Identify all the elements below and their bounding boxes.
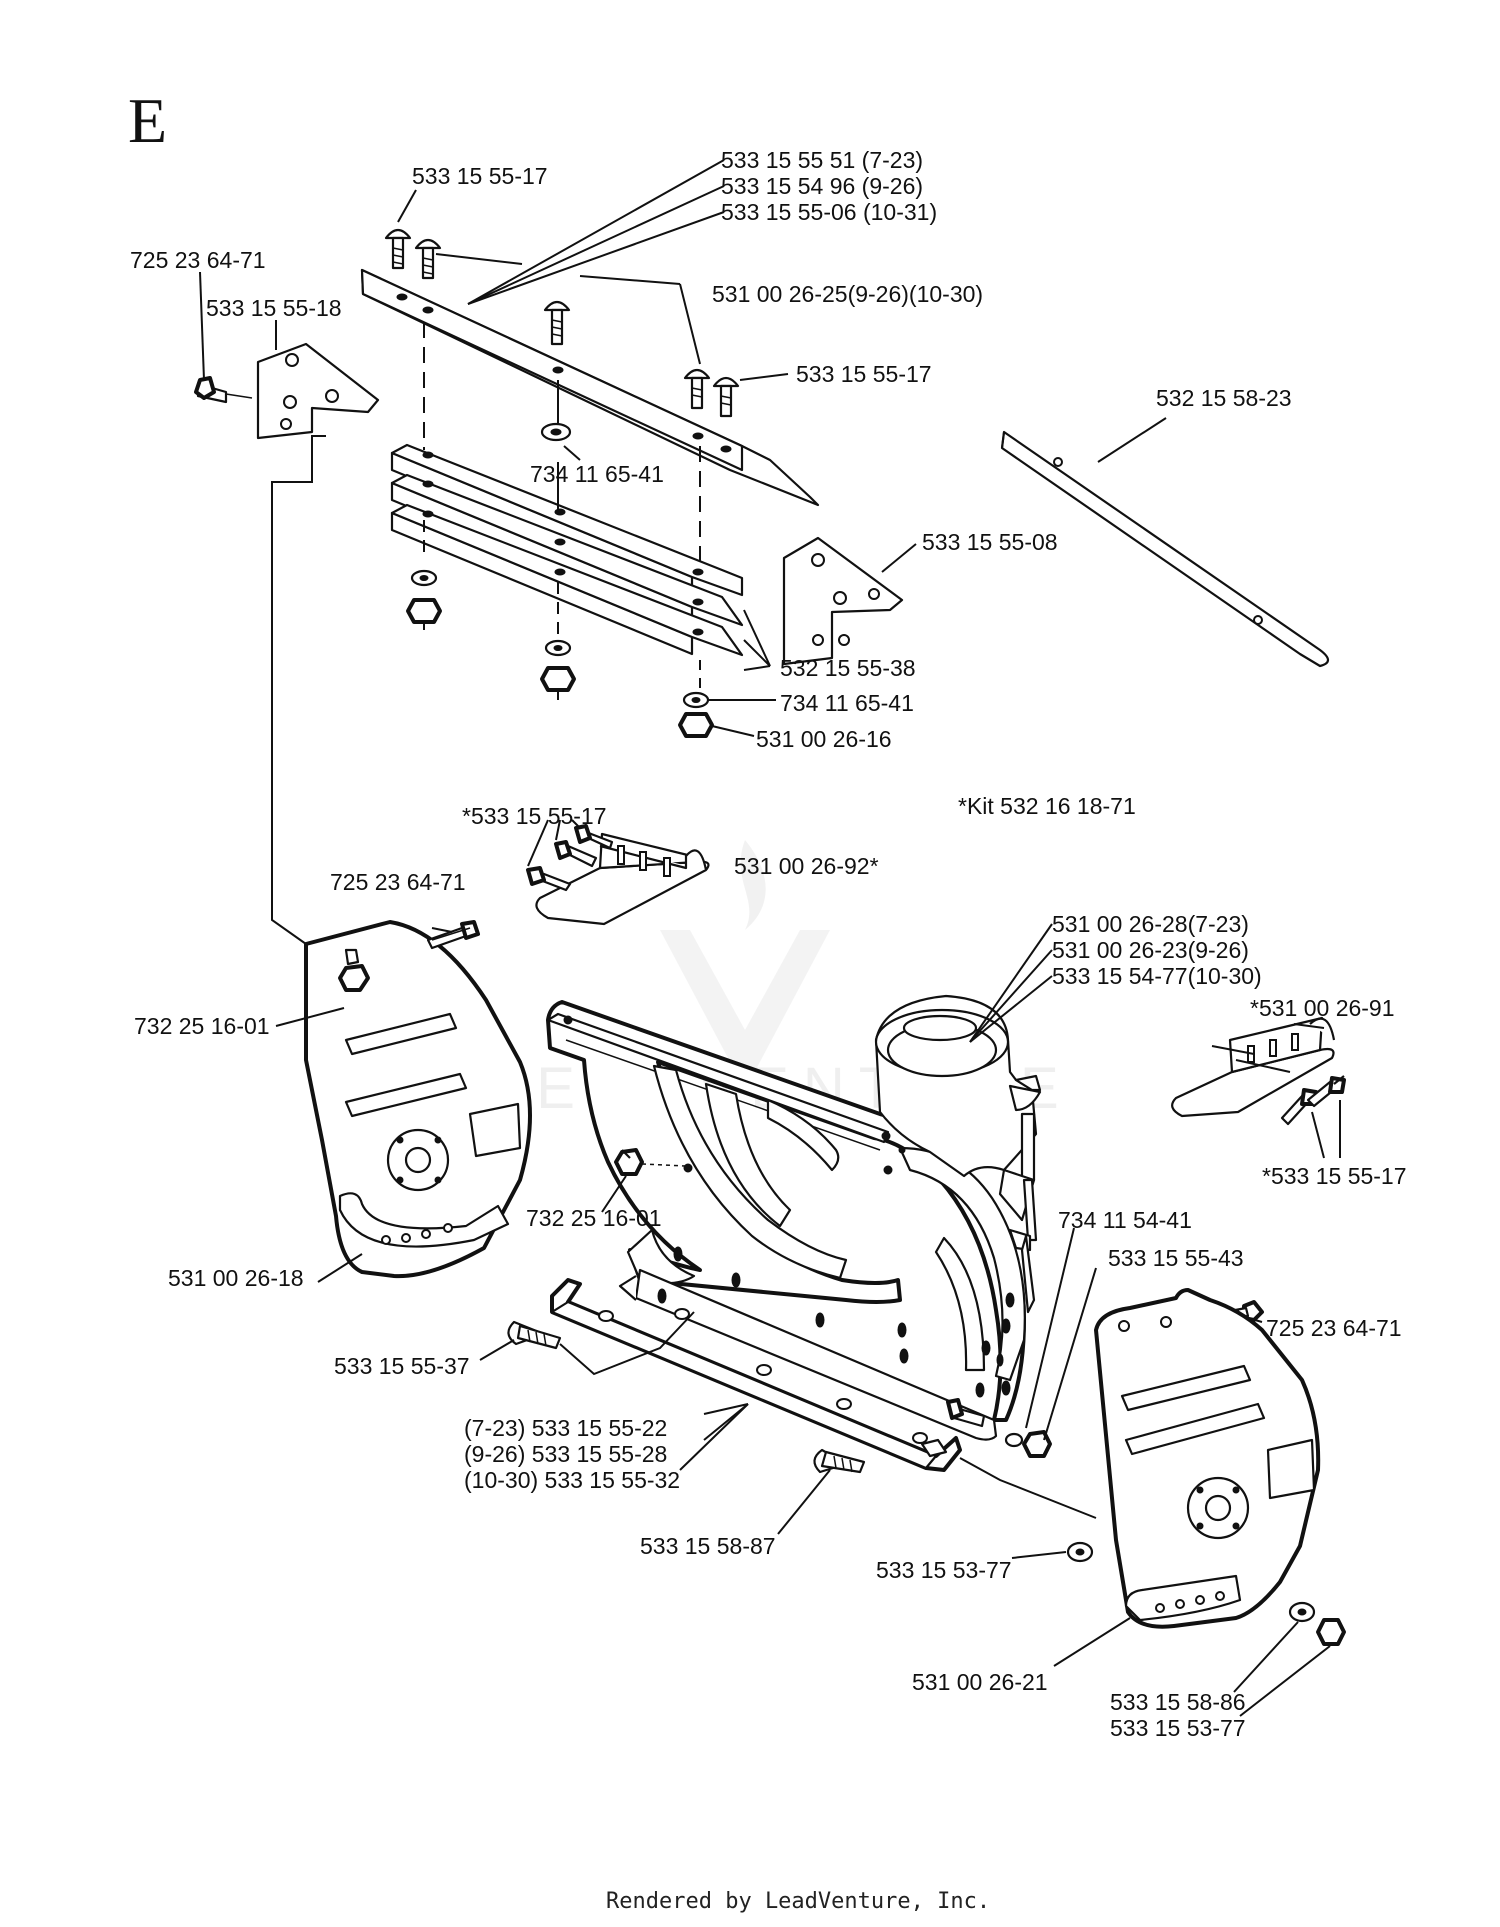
part-label: *533 15 55-17 — [1262, 1163, 1407, 1189]
left-end-bracket — [194, 342, 380, 440]
part-label: 533 15 58-87 — [640, 1533, 776, 1559]
left-side-plate — [304, 920, 532, 1279]
part-label: 533 15 55-17 — [412, 163, 548, 189]
part-label: 531 00 26-23(9-26) — [1052, 937, 1249, 963]
washer-nut-icon — [406, 422, 714, 738]
part-label: 533 15 54-77(10-30) — [1052, 963, 1262, 989]
auger-housing — [546, 994, 1042, 1441]
part-label: 532 15 55-38 — [780, 655, 916, 681]
part-label: 531 00 26-28(7-23) — [1052, 911, 1249, 937]
part-label: (7-23) 533 15 55-22 — [464, 1415, 667, 1441]
part-label: 533 15 55-18 — [206, 295, 342, 321]
part-label: 533 15 55-43 — [1108, 1245, 1244, 1271]
part-label: 533 15 54 96 (9-26) — [721, 173, 923, 199]
scraper-blade — [1000, 430, 1330, 668]
top-scraper-assembly — [360, 228, 820, 738]
part-label: 734 11 54-41 — [1058, 1207, 1192, 1233]
part-label: 531 00 26-18 — [168, 1265, 304, 1291]
part-label: 725 23 64-71 — [1266, 1315, 1402, 1341]
part-label: 531 00 26-25(9-26)(10-30) — [712, 281, 983, 307]
part-label: 532 15 58-23 — [1156, 385, 1292, 411]
section-letter: E — [128, 85, 167, 156]
right-side-plate — [1094, 1288, 1321, 1629]
right-end-bracket — [782, 536, 904, 666]
part-label: 533 15 58-86 — [1110, 1689, 1246, 1715]
part-label: 533 15 55 51 (7-23) — [721, 147, 923, 173]
carriage-bolt-icon — [507, 1320, 866, 1474]
part-label: 533 15 55-06 (10-31) — [721, 199, 937, 225]
part-label: 531 00 26-16 — [756, 726, 892, 752]
right-skid-shoe — [1171, 1016, 1346, 1126]
part-label: 533 15 53-77 — [1110, 1715, 1246, 1741]
part-label: 734 11 65-41 — [780, 690, 914, 716]
part-label: 533 15 55-08 — [922, 529, 1058, 555]
hex-nut-icon — [614, 1148, 687, 1176]
part-label: 725 23 64-71 — [330, 869, 466, 895]
shave-plate-bar — [550, 1278, 962, 1472]
part-label: 734 11 65-41 — [530, 461, 664, 487]
part-label: (9-26) 533 15 55-28 — [464, 1441, 667, 1467]
part-label: 531 00 26-92* — [734, 853, 879, 879]
part-label: 732 25 16-01 — [526, 1205, 662, 1231]
part-number-labels: 533 15 55 51 (7-23) 533 15 54 96 (9-26) … — [130, 147, 1407, 1741]
part-label: 533 15 53-77 — [876, 1557, 1012, 1583]
part-label: 725 23 64-71 — [130, 247, 266, 273]
left-skid-shoe — [526, 824, 710, 926]
part-label: 732 25 16-01 — [134, 1013, 270, 1039]
carriage-bolt-icon — [384, 228, 740, 418]
part-label: (10-30) 533 15 55-32 — [464, 1467, 680, 1493]
part-label: *533 15 55-17 — [462, 803, 607, 829]
part-label: 533 15 55-37 — [334, 1353, 470, 1379]
footer-credit: Rendered by LeadVenture, Inc. — [606, 1889, 990, 1914]
part-label: 531 00 26-21 — [912, 1669, 1048, 1695]
leader-lines — [199, 159, 1341, 1717]
plate-holes — [396, 293, 732, 636]
part-label: *531 00 26-91 — [1250, 995, 1395, 1021]
part-label: 533 15 55-17 — [796, 361, 932, 387]
bolt-washer-nut-icon — [1004, 1300, 1346, 1646]
part-label: *Kit 532 16 18-71 — [958, 793, 1136, 819]
